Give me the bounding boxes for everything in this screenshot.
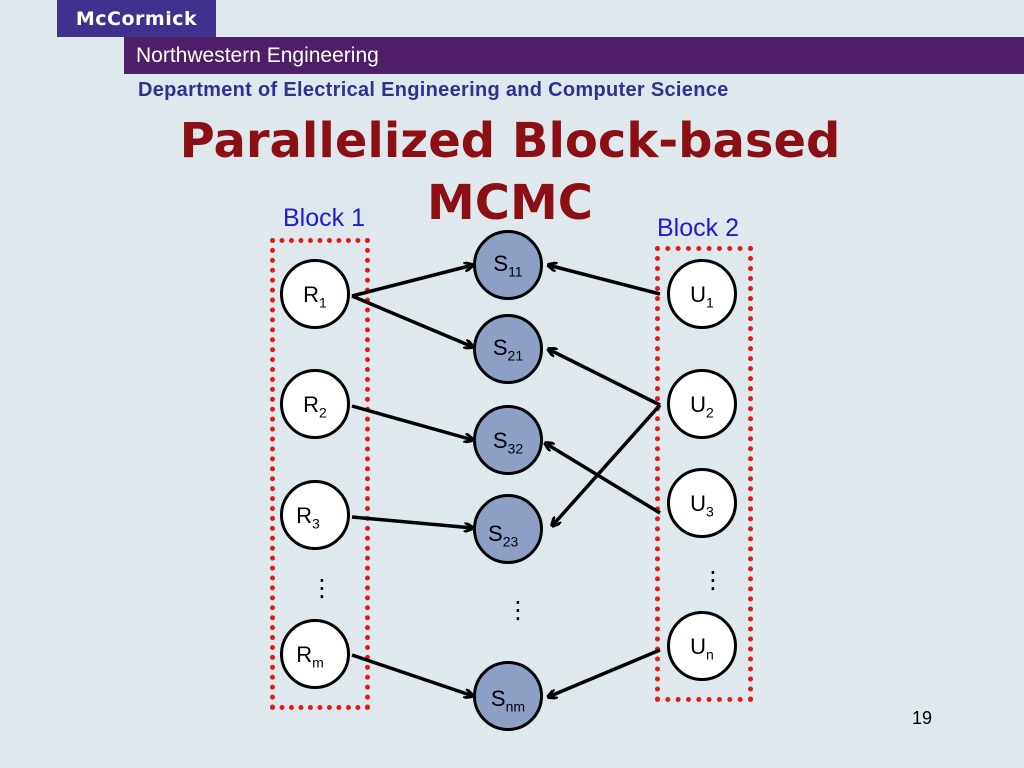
edge-un-snm [548,648,661,697]
node-s32: S32 [473,405,543,475]
node-r2: R2 [280,369,350,439]
school-name: Northwestern Engineering [136,43,379,67]
brand-text: McCormick [75,7,198,30]
edge-rm-snm [351,653,473,696]
node-s23: S23 [473,494,543,564]
r-ellipsis: ⋮ [310,574,334,602]
node-u1-label: U1 [690,282,714,311]
node-u3-label: U3 [690,491,714,520]
node-u3: U3 [667,468,737,538]
edge-r3-s23 [351,515,473,528]
node-r1: R1 [280,259,350,329]
node-un: Un [667,611,737,681]
node-r2-label: R2 [303,392,327,421]
node-s11: S11 [473,230,543,300]
edge-r1-s21 [351,294,473,347]
node-un-label: Un [690,634,714,663]
mccormick-logo: McCormick [57,0,216,37]
node-s23-label: S23 [488,521,519,550]
node-snm-label: Snm [490,686,526,715]
block1-label: Block 1 [283,204,365,232]
slide-title: Parallelized Block-based MCMC [179,113,841,231]
node-s32-label: S32 [492,428,524,457]
node-rm: Rm [280,619,350,689]
node-rm-label: Rm [296,642,324,671]
s-ellipsis: ⋮ [506,596,530,624]
edge-u2-s23 [552,403,662,526]
block2-box [655,246,753,702]
node-u2: U2 [667,369,737,439]
school-banner: Northwestern Engineering [124,37,1024,74]
node-s11-label: S11 [493,251,523,280]
node-snm: Snm [473,661,543,731]
node-u1: U1 [667,259,737,329]
edge-u2-s21 [548,349,661,407]
node-s21: S21 [473,314,543,384]
department-name: Department of Electrical Engineering and… [138,79,729,101]
node-s21-label: S21 [492,335,524,364]
edge-r2-s32 [351,404,473,440]
node-r3-label: R3 [296,503,320,532]
slide-number: 19 [912,708,933,728]
block1-box [270,238,370,710]
edge-u3-s32 [545,443,661,515]
node-r3: R3 [280,480,350,550]
u-ellipsis: ⋮ [701,566,725,594]
node-r1-label: R1 [303,282,327,311]
node-u2-label: U2 [690,392,714,421]
edge-u1-s11 [548,265,661,296]
block2-label: Block 2 [657,214,739,242]
edge-r1-s11 [351,265,473,298]
